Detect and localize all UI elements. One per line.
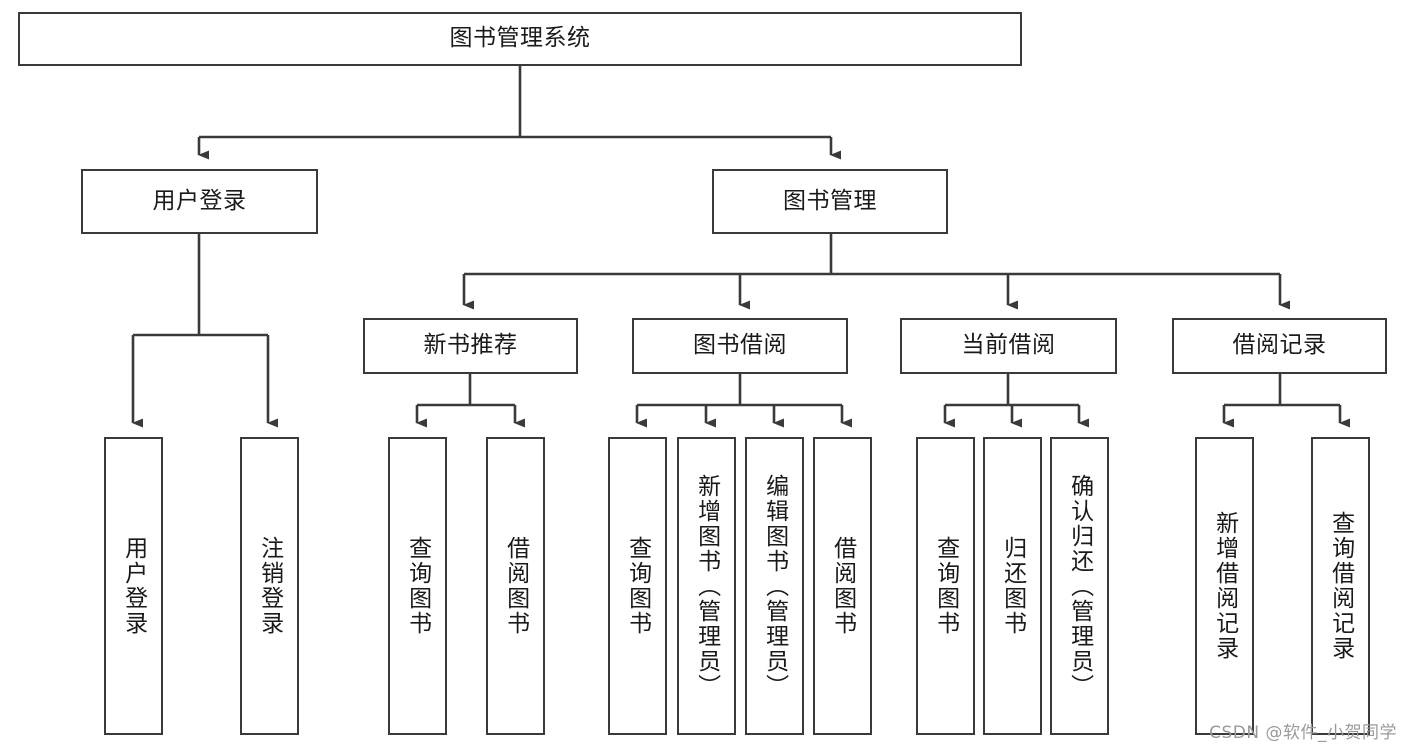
node-book-borrow-label: 图书借阅 — [693, 332, 787, 359]
node-leaf-edit-book[interactable]: 编辑图书（管理员） — [745, 437, 804, 735]
node-root-system[interactable]: 图书管理系统 — [18, 12, 1022, 66]
node-book-management-label: 图书管理 — [783, 187, 877, 214]
node-book-management[interactable]: 图书管理 — [712, 169, 948, 234]
node-leaf-user-login-label: 用户登录 — [120, 536, 147, 636]
node-leaf-borrow-book-1-label: 借阅图书 — [502, 536, 529, 636]
node-leaf-return-book-label: 归还图书 — [999, 536, 1026, 636]
node-book-borrow[interactable]: 图书借阅 — [632, 318, 848, 374]
node-leaf-query-book-2[interactable]: 查询图书 — [608, 437, 667, 735]
node-leaf-edit-book-label: 编辑图书（管理员） — [761, 473, 788, 699]
node-current-borrow[interactable]: 当前借阅 — [900, 318, 1117, 374]
node-leaf-confirm-return-label: 确认归还（管理员） — [1066, 473, 1093, 699]
node-leaf-query-book-3[interactable]: 查询图书 — [916, 437, 975, 735]
node-leaf-user-login[interactable]: 用户登录 — [104, 437, 163, 735]
node-leaf-query-record[interactable]: 查询借阅记录 — [1311, 437, 1370, 735]
node-leaf-return-book[interactable]: 归还图书 — [983, 437, 1042, 735]
node-leaf-add-record[interactable]: 新增借阅记录 — [1195, 437, 1254, 735]
node-user-login-label: 用户登录 — [152, 187, 247, 214]
node-leaf-add-record-label: 新增借阅记录 — [1211, 511, 1238, 661]
node-leaf-logout-label: 注销登录 — [256, 536, 283, 636]
node-leaf-add-book[interactable]: 新增图书（管理员） — [677, 437, 736, 735]
node-borrow-record[interactable]: 借阅记录 — [1172, 318, 1387, 374]
node-leaf-confirm-return[interactable]: 确认归还（管理员） — [1050, 437, 1109, 735]
node-current-borrow-label: 当前借阅 — [961, 332, 1056, 359]
node-leaf-add-book-label: 新增图书（管理员） — [693, 473, 720, 699]
node-leaf-borrow-book-1[interactable]: 借阅图书 — [486, 437, 545, 735]
node-new-book-recommend[interactable]: 新书推荐 — [363, 318, 578, 374]
node-leaf-query-book-3-label: 查询图书 — [932, 536, 959, 636]
node-leaf-query-book-1[interactable]: 查询图书 — [388, 437, 447, 735]
node-leaf-logout[interactable]: 注销登录 — [240, 437, 299, 735]
node-leaf-query-book-1-label: 查询图书 — [404, 536, 431, 636]
node-leaf-borrow-book-2[interactable]: 借阅图书 — [813, 437, 872, 735]
node-user-login[interactable]: 用户登录 — [81, 169, 318, 234]
node-borrow-record-label: 借阅记录 — [1232, 332, 1327, 359]
node-leaf-query-book-2-label: 查询图书 — [624, 536, 651, 636]
node-root-label: 图书管理系统 — [449, 25, 591, 52]
node-new-book-recommend-label: 新书推荐 — [423, 332, 518, 359]
node-leaf-borrow-book-2-label: 借阅图书 — [829, 536, 856, 636]
node-leaf-query-record-label: 查询借阅记录 — [1327, 511, 1354, 661]
